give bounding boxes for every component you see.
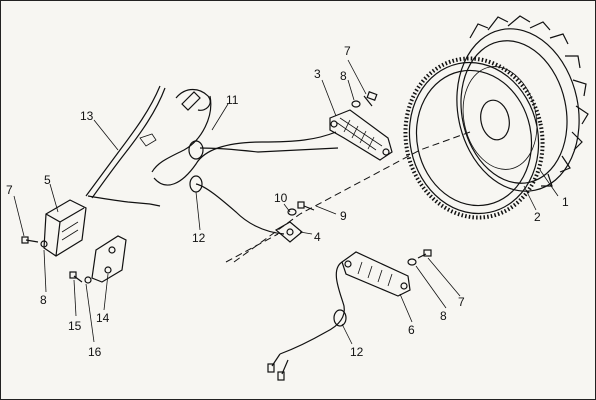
callout-8-right: 8: [440, 309, 447, 323]
callout-4: 4: [314, 230, 321, 244]
callout-12-left: 12: [192, 231, 206, 245]
ignition-module: [21, 199, 87, 257]
callout-7-left: 7: [6, 183, 13, 197]
callout-8-top: 8: [340, 69, 347, 83]
callout-15: 15: [68, 319, 82, 333]
callout-6: 6: [408, 323, 415, 337]
callout-10: 10: [274, 191, 288, 205]
callout-12-bottom: 12: [350, 345, 364, 359]
callout-16: 16: [88, 345, 102, 359]
ring-gear: [403, 56, 545, 220]
callout-1: 1: [562, 195, 569, 209]
callout-8-left: 8: [40, 293, 47, 307]
exciter-coil: [267, 249, 432, 381]
callout-9: 9: [340, 209, 347, 223]
assembly-axis-line: [233, 131, 471, 263]
flywheel: [456, 15, 589, 192]
callout-3: 3: [314, 67, 321, 81]
leader-lines: [13, 59, 559, 345]
mounting-bracket: [69, 235, 127, 284]
callout-7-right: 7: [458, 295, 465, 309]
callout-13: 13: [80, 109, 94, 123]
callout-7-top: 7: [344, 44, 351, 58]
callout-2: 2: [534, 210, 541, 224]
callout-14: 14: [96, 311, 110, 325]
callout-11: 11: [226, 93, 239, 107]
charge-coil: [329, 91, 393, 161]
wire-harness: [85, 85, 339, 235]
callout-5: 5: [44, 173, 51, 187]
terminal-block: [225, 201, 315, 263]
